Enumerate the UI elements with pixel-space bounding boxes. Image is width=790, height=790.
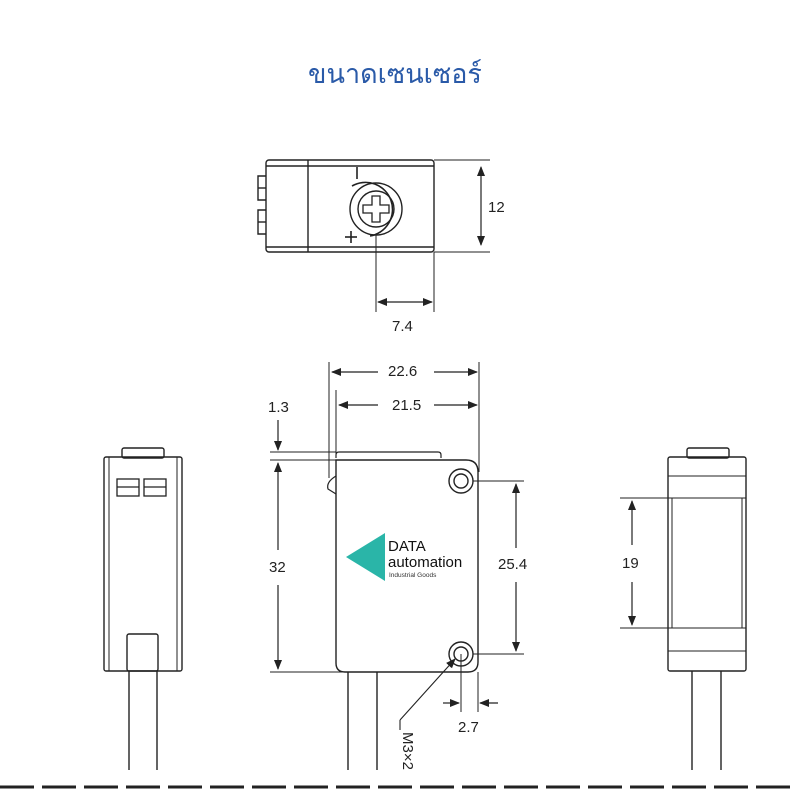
dim-body-height: 32	[269, 559, 286, 576]
dim-step: 1.3	[268, 399, 289, 416]
dim-overall-width: 22.6	[388, 363, 417, 380]
brand-logo: DATA automation Industrial Goods	[346, 533, 462, 581]
connector-pins-icon	[116, 478, 167, 497]
logo-text-data: DATA	[388, 538, 426, 555]
dim-hole-edge: 2.7	[458, 719, 479, 736]
dim-top-height: 12	[488, 199, 505, 216]
brand-logo-icon	[346, 533, 385, 581]
front-view-body	[335, 459, 479, 673]
dim-side-window: 19	[622, 555, 639, 572]
logo-text-subtitle: Industrial Goods	[389, 572, 437, 579]
left-view-body	[103, 456, 183, 672]
adjustment-knob-icon	[345, 167, 403, 243]
dim-hole-spacing: 25.4	[498, 556, 527, 573]
mount-hole-top	[448, 468, 474, 494]
logo-text-automation: automation	[388, 554, 462, 571]
page-title: ขนาดเซนเซอร์	[308, 59, 482, 90]
top-view-body	[265, 159, 435, 253]
dim-mount-holes: M3×2	[399, 732, 416, 770]
right-view-body	[667, 456, 747, 672]
left-side-view	[103, 447, 183, 770]
dim-knob-offset: 7.4	[392, 318, 413, 335]
right-side-view	[620, 447, 747, 770]
dim-body-width: 21.5	[392, 397, 421, 414]
front-view	[270, 362, 524, 770]
top-view	[257, 159, 490, 312]
